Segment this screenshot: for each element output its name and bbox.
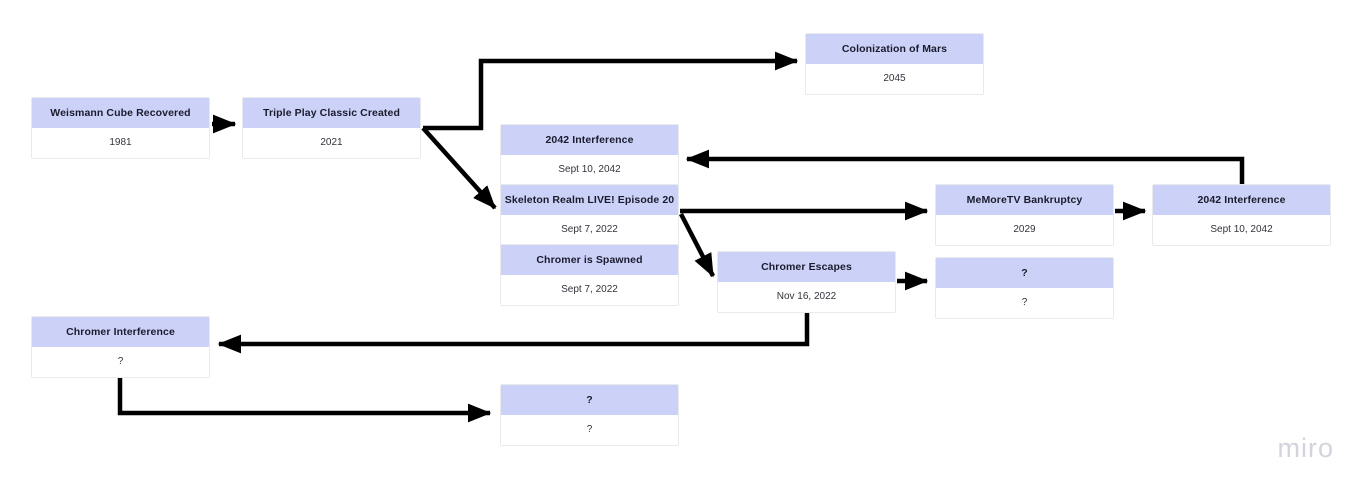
card-date: 2029 [936, 215, 1113, 245]
card-2042-interference-middle[interactable]: 2042 Interference Sept 10, 2042 [500, 124, 679, 186]
card-title: Skeleton Realm LIVE! Episode 20 [501, 185, 678, 215]
card-chromer-is-spawned[interactable]: Chromer is Spawned Sept 7, 2022 [500, 244, 679, 306]
edge-skeleton-to-chromer-escapes [679, 212, 715, 278]
card-title: ? [936, 258, 1113, 288]
card-title: Weismann Cube Recovered [32, 98, 209, 128]
card-unknown-bottom[interactable]: ? ? [500, 384, 679, 446]
edge-chromer-interference-to-unknown-bottom [117, 376, 492, 423]
card-memoretv-bankruptcy[interactable]: MeMoreTV Bankruptcy 2029 [935, 184, 1114, 246]
edge-2042right-to-2042middle [685, 149, 1245, 184]
card-title: Chromer Interference [32, 317, 209, 347]
card-date: ? [501, 415, 678, 445]
card-date: ? [936, 288, 1113, 318]
card-date: 1981 [32, 128, 209, 158]
card-title: MeMoreTV Bankruptcy [936, 185, 1113, 215]
card-date: Nov 16, 2022 [718, 282, 895, 312]
card-title: Chromer is Spawned [501, 245, 678, 275]
edge-tripleplay-to-mars [423, 51, 799, 131]
card-title: Chromer Escapes [718, 252, 895, 282]
card-title: Triple Play Classic Created [243, 98, 420, 128]
card-triple-play-classic-created[interactable]: Triple Play Classic Created 2021 [242, 97, 421, 159]
card-skeleton-realm-live-episode-20[interactable]: Skeleton Realm LIVE! Episode 20 Sept 7, … [500, 184, 679, 246]
card-unknown-right[interactable]: ? ? [935, 257, 1114, 319]
card-date: Sept 7, 2022 [501, 215, 678, 245]
card-date: 2045 [806, 64, 983, 94]
edge-tripleplay-to-skeleton [421, 126, 497, 210]
card-colonization-of-mars[interactable]: Colonization of Mars 2045 [805, 33, 984, 95]
card-date: 2021 [243, 128, 420, 158]
card-chromer-escapes[interactable]: Chromer Escapes Nov 16, 2022 [717, 251, 896, 313]
card-chromer-interference[interactable]: Chromer Interference ? [31, 316, 210, 378]
card-date: Sept 10, 2042 [1153, 215, 1330, 245]
card-title: ? [501, 385, 678, 415]
miro-watermark: miro [1277, 433, 1334, 463]
card-date: Sept 10, 2042 [501, 155, 678, 185]
card-date: ? [32, 347, 209, 377]
edge-chromer-escapes-to-chromer-interference [217, 311, 810, 354]
card-weismann-cube-recovered[interactable]: Weismann Cube Recovered 1981 [31, 97, 210, 159]
card-date: Sept 7, 2022 [501, 275, 678, 305]
card-title: Colonization of Mars [806, 34, 983, 64]
card-title: 2042 Interference [1153, 185, 1330, 215]
card-title: 2042 Interference [501, 125, 678, 155]
card-2042-interference-right[interactable]: 2042 Interference Sept 10, 2042 [1152, 184, 1331, 246]
